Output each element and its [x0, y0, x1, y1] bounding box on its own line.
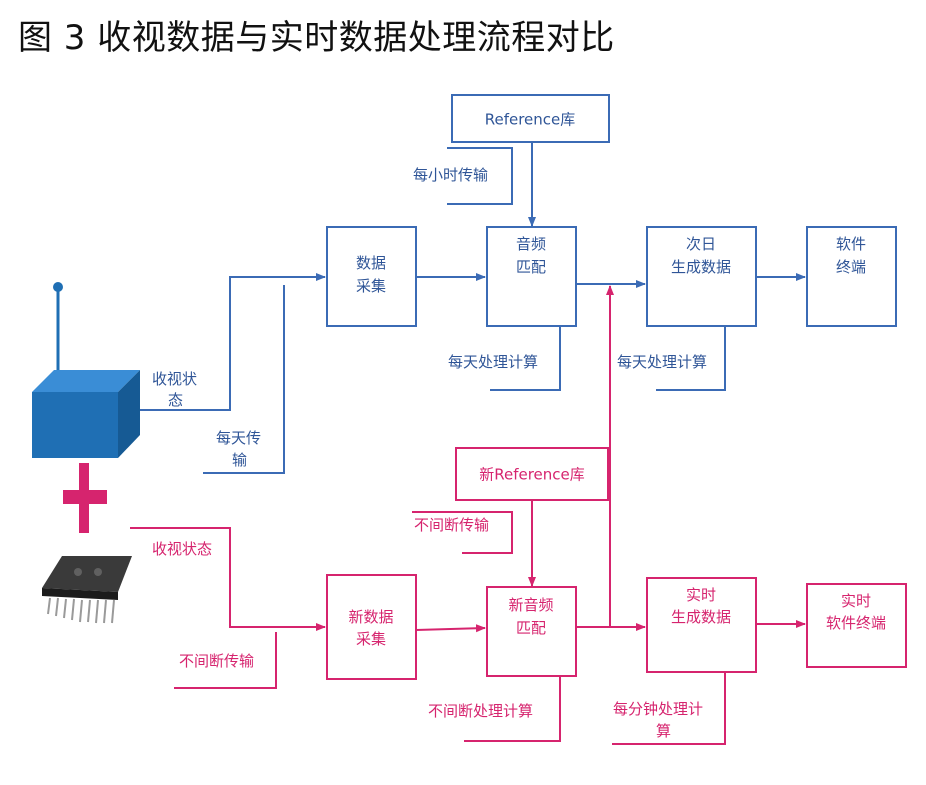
realtime-generate-line-1: 实时 — [686, 586, 716, 604]
realtime-match-box: 新音频 匹配 — [486, 586, 577, 677]
realtime-generate-box: 实时 生成数据 — [646, 577, 757, 673]
realtime-view-status-label: 收视状态 — [152, 540, 212, 558]
figure-title: 图 3 收视数据与实时数据处理流程对比 — [18, 18, 615, 58]
bracket-daily-transfer — [203, 285, 285, 474]
daily-view-status-line-1: 收视状 — [152, 370, 197, 388]
realtime-match-compute-label: 不间断处理计算 — [428, 702, 533, 720]
daily-match-compute-label: 每天处理计算 — [448, 353, 538, 371]
set-top-box-icon — [32, 370, 140, 458]
plus-icon — [63, 463, 107, 533]
realtime-generate-line-2: 生成数据 — [671, 608, 731, 626]
bracket-uninterrupted-transfer — [174, 632, 277, 689]
realtime-terminal-line-1: 实时 — [841, 592, 871, 610]
realtime-uninterrupted-transfer-label: 不间断传输 — [179, 652, 254, 670]
realtime-terminal-box: 实时 软件终端 — [806, 583, 907, 668]
realtime-reference-db-box: 新Reference库 — [455, 447, 609, 501]
realtime-flow: 新Reference库 新数据 采集 新音频 匹配 实时 生成数据 实时 软件终… — [130, 285, 907, 745]
daily-match-line-2: 匹配 — [516, 258, 546, 276]
daily-terminal-line-2: 终端 — [836, 258, 866, 276]
bracket-realtime-generate-compute — [612, 672, 726, 745]
edge-view-status-to-new-collect — [130, 527, 326, 631]
realtime-generate-compute-line-2: 算 — [656, 722, 671, 740]
bracket-hourly-transfer — [447, 147, 513, 205]
realtime-continuous-transfer-label: 不间断传输 — [414, 516, 489, 534]
bracket-generate-compute — [656, 326, 726, 391]
realtime-generate-compute-line-1: 每分钟处理计 — [613, 700, 703, 718]
daily-transfer-line-2: 输 — [232, 451, 247, 469]
daily-generate-line-1: 次日 — [686, 235, 716, 253]
antenna-icon — [53, 282, 63, 382]
realtime-collect-box: 新数据 采集 — [326, 574, 417, 680]
realtime-terminal-line-2: 软件终端 — [826, 614, 886, 632]
daily-generate-box: 次日 生成数据 — [646, 226, 757, 327]
daily-collect-line-1: 数据 — [356, 254, 386, 272]
daily-generate-line-2: 生成数据 — [671, 258, 731, 276]
edge-view-status-to-collect — [140, 273, 326, 411]
realtime-match-line-1: 新音频 — [508, 596, 553, 614]
bracket-match-compute — [490, 326, 561, 391]
edge-new-collect-to-new-match — [415, 624, 486, 633]
daily-match-box: 音频 匹配 — [486, 226, 577, 327]
daily-collect-box: 数据 采集 — [326, 226, 417, 327]
bracket-continuous-transfer — [412, 511, 513, 554]
microchip-icon — [42, 556, 132, 624]
daily-terminal-box: 软件 终端 — [806, 226, 897, 327]
daily-terminal-line-1: 软件 — [836, 235, 866, 253]
daily-hourly-transfer-label: 每小时传输 — [413, 166, 488, 184]
daily-view-status-line-2: 态 — [168, 391, 183, 409]
daily-match-line-1: 音频 — [516, 235, 546, 253]
realtime-match-line-2: 匹配 — [516, 619, 546, 637]
daily-collect-line-2: 采集 — [356, 277, 386, 295]
realtime-reference-db-label: 新Reference库 — [479, 466, 585, 484]
daily-reference-db-box: Reference库 — [451, 94, 610, 143]
realtime-collect-line-1: 新数据 — [348, 608, 393, 626]
bracket-new-match-compute — [464, 676, 561, 742]
realtime-collect-line-2: 采集 — [356, 630, 386, 648]
daily-flow: Reference库 数据 采集 音频 匹配 次日 生成数据 软件 终端 每小时… — [140, 94, 897, 474]
daily-generate-compute-label: 每天处理计算 — [617, 353, 707, 371]
daily-reference-db-label: Reference库 — [485, 111, 576, 129]
daily-transfer-line-1: 每天传 — [216, 429, 261, 447]
